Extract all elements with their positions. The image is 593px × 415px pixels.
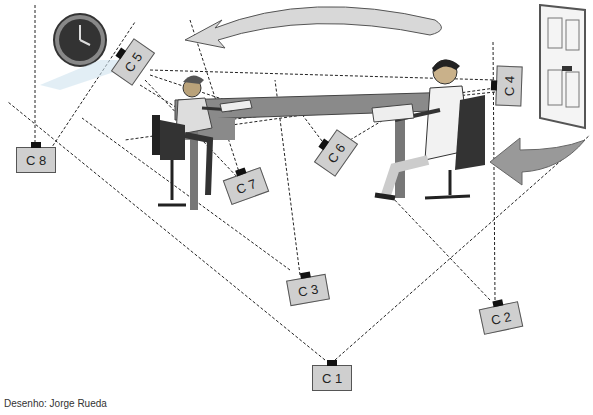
camera-label: C 6 — [324, 140, 348, 165]
camera-label: C 4 — [501, 76, 517, 97]
camera-box: C 2 — [479, 301, 524, 335]
camera-lens — [327, 360, 337, 366]
camera-box: C 3 — [286, 274, 330, 307]
camera-box: C 6 — [314, 129, 358, 177]
camera-label: C 2 — [490, 309, 513, 328]
caption: Desenho: Jorge Rueda — [4, 398, 107, 409]
camera-box: C 1 — [312, 365, 352, 391]
camera-lens — [31, 142, 41, 148]
camera-lens — [235, 167, 246, 176]
camera-lens — [491, 80, 497, 90]
camera-lens — [300, 271, 311, 279]
camera-label: C 5 — [121, 49, 145, 74]
camera-label: C 7 — [234, 175, 258, 196]
camera-box: C 5 — [111, 38, 155, 86]
camera-lens — [318, 139, 329, 151]
camera-box: C 7 — [223, 167, 269, 205]
camera-label: C 3 — [297, 281, 320, 299]
camera-label: C 8 — [26, 153, 46, 168]
camera-box: C 8 — [16, 147, 56, 173]
camera-box: C 4 — [495, 66, 522, 107]
camera-label: C 1 — [322, 371, 342, 386]
camera-lens — [492, 299, 503, 307]
